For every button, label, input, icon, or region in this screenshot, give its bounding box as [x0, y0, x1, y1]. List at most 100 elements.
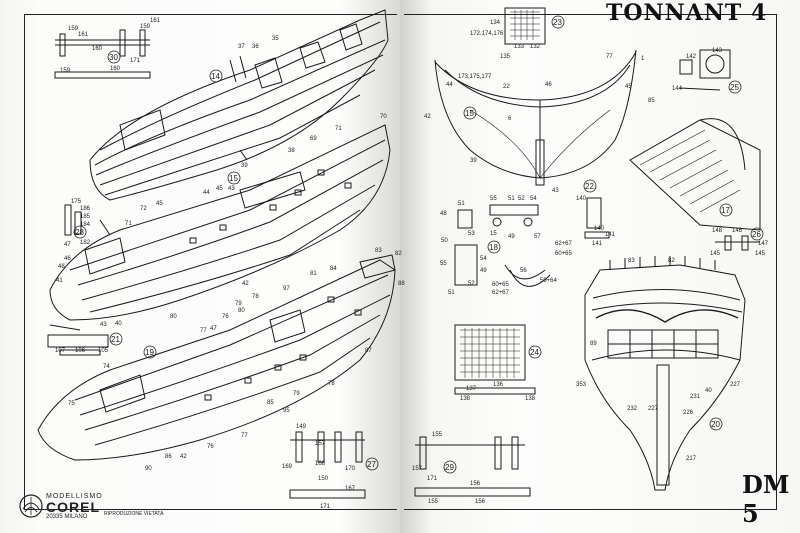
- svg-text:38: 38: [288, 148, 295, 154]
- svg-text:18: 18: [489, 243, 498, 252]
- svg-text:46: 46: [545, 82, 552, 88]
- svg-text:50: 50: [441, 238, 448, 244]
- svg-text:141: 141: [605, 232, 616, 238]
- svg-text:95: 95: [283, 408, 290, 414]
- figure-27-label: 27: [365, 457, 379, 471]
- figure-26-label: 26: [750, 227, 764, 241]
- left-page-frame: [24, 14, 397, 510]
- svg-text:232: 232: [627, 406, 638, 412]
- svg-text:217: 217: [686, 456, 697, 462]
- svg-text:227: 227: [730, 382, 741, 388]
- part-25-drawing: [679, 49, 731, 91]
- svg-text:53: 53: [468, 231, 475, 237]
- svg-text:49: 49: [508, 234, 515, 240]
- svg-text:71: 71: [335, 126, 342, 132]
- svg-text:160: 160: [92, 46, 103, 52]
- figure-17-label: 17: [719, 203, 733, 217]
- figure-18-label: 18: [487, 240, 501, 254]
- svg-text:78: 78: [328, 381, 335, 387]
- figure-30-label: 30: [107, 50, 121, 64]
- svg-text:71: 71: [125, 221, 132, 227]
- svg-text:57: 57: [534, 234, 541, 240]
- svg-text:133: 133: [514, 44, 525, 50]
- planking-17-drawing: [629, 118, 761, 231]
- svg-text:156: 156: [470, 481, 481, 487]
- svg-text:22: 22: [585, 182, 594, 191]
- svg-text:159: 159: [140, 24, 151, 30]
- svg-text:40: 40: [705, 388, 712, 394]
- svg-text:159: 159: [68, 26, 79, 32]
- svg-text:170: 170: [345, 466, 356, 472]
- svg-text:144: 144: [672, 86, 683, 92]
- svg-text:159: 159: [60, 68, 71, 74]
- svg-text:39: 39: [241, 163, 248, 169]
- brand-city: 20335 MILANO: [46, 514, 88, 520]
- svg-text:86: 86: [165, 454, 172, 460]
- svg-text:155: 155: [428, 499, 439, 505]
- svg-text:90: 90: [145, 466, 152, 472]
- svg-text:77: 77: [200, 328, 207, 334]
- figure-15-label: 15: [227, 171, 241, 185]
- svg-text:15: 15: [229, 174, 238, 183]
- svg-text:146: 146: [732, 228, 743, 234]
- svg-text:36: 36: [252, 44, 259, 50]
- svg-text:40: 40: [115, 321, 122, 327]
- rail-29-drawing: [414, 436, 531, 497]
- svg-text:168: 168: [315, 461, 326, 467]
- svg-text:42: 42: [180, 454, 187, 460]
- svg-text:51: 51: [458, 201, 465, 207]
- svg-text:43: 43: [552, 188, 559, 194]
- svg-text:30: 30: [109, 53, 118, 62]
- svg-text:48: 48: [440, 211, 447, 217]
- hull-14-drawing: [89, 9, 389, 201]
- svg-text:15: 15: [490, 231, 497, 237]
- svg-text:83: 83: [628, 258, 635, 264]
- svg-text:82: 82: [668, 258, 675, 264]
- svg-text:54: 54: [480, 256, 487, 262]
- svg-text:24: 24: [530, 348, 539, 357]
- svg-text:161: 161: [150, 18, 161, 24]
- svg-text:62+67: 62+67: [492, 290, 510, 296]
- svg-text:42: 42: [424, 114, 431, 120]
- svg-text:106: 106: [75, 348, 86, 354]
- svg-text:169: 169: [282, 464, 293, 470]
- figure-24-label: 24: [528, 345, 542, 359]
- right-page-frame: [404, 14, 777, 510]
- svg-text:54: 54: [530, 196, 537, 202]
- svg-text:44: 44: [203, 190, 210, 196]
- svg-text:173,175,177: 173,175,177: [458, 74, 492, 80]
- svg-text:6: 6: [508, 116, 512, 122]
- svg-text:62+67: 62+67: [555, 241, 573, 247]
- svg-text:83: 83: [375, 248, 382, 254]
- svg-text:47: 47: [210, 326, 217, 332]
- part-26-drawing: [715, 235, 760, 251]
- svg-text:87: 87: [365, 348, 372, 354]
- svg-text:14: 14: [211, 72, 220, 81]
- svg-text:132: 132: [530, 44, 541, 50]
- svg-text:138: 138: [525, 396, 536, 402]
- svg-text:51: 51: [508, 196, 515, 202]
- svg-text:39: 39: [470, 158, 477, 164]
- svg-text:231: 231: [690, 394, 701, 400]
- svg-text:76: 76: [207, 444, 214, 450]
- svg-text:25: 25: [730, 83, 739, 92]
- svg-text:69: 69: [310, 136, 317, 142]
- svg-text:15: 15: [465, 109, 474, 118]
- svg-text:157: 157: [412, 466, 423, 472]
- svg-text:226: 226: [683, 410, 694, 416]
- svg-text:184: 184: [80, 222, 91, 228]
- figure-28-label: 28: [73, 225, 87, 239]
- stern-section-drawing: [434, 7, 637, 186]
- svg-text:46: 46: [64, 256, 71, 262]
- svg-text:161: 161: [78, 32, 89, 38]
- svg-text:145: 145: [755, 251, 766, 257]
- svg-text:60+65: 60+65: [555, 251, 573, 257]
- svg-text:135: 135: [500, 54, 511, 60]
- rail-30-drawing: [54, 29, 151, 79]
- svg-text:171: 171: [427, 476, 438, 482]
- svg-text:171: 171: [130, 58, 141, 64]
- svg-text:150: 150: [318, 476, 329, 482]
- svg-text:55: 55: [490, 196, 497, 202]
- svg-text:167: 167: [345, 486, 356, 492]
